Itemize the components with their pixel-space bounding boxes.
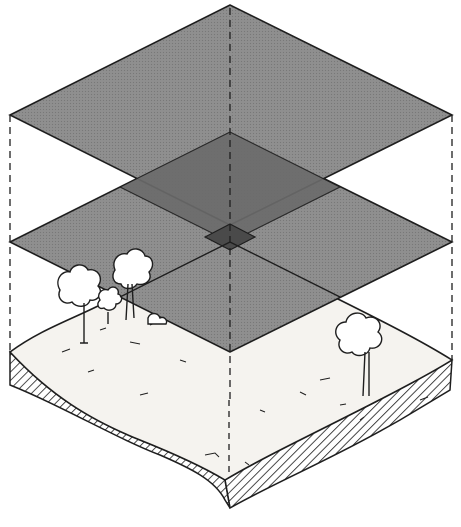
figure-canvas bbox=[0, 0, 461, 527]
layered-landscape-figure bbox=[0, 0, 461, 527]
